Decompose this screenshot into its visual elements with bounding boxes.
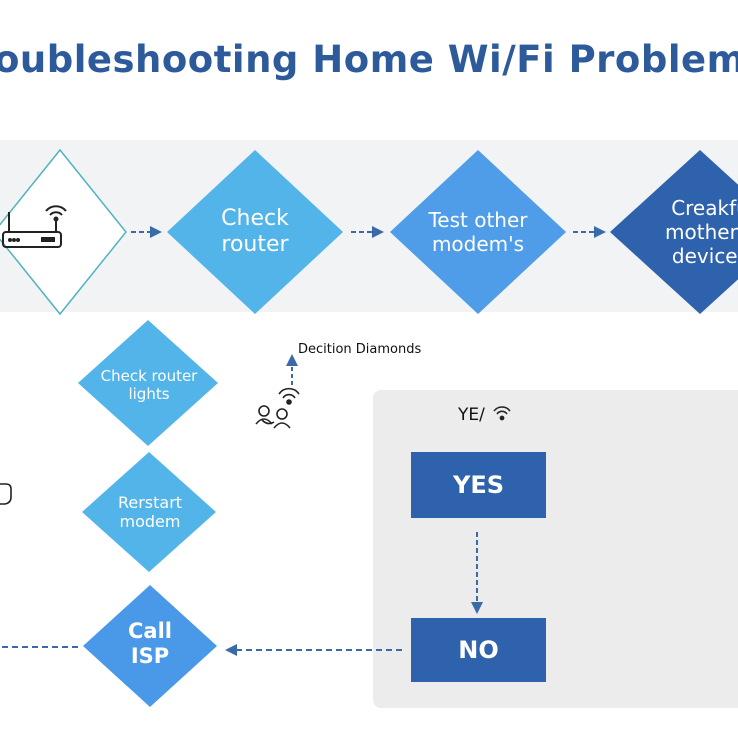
no-label: NO xyxy=(458,636,499,664)
yes-box[interactable]: YES xyxy=(411,452,546,518)
test-modems-label: Test other modem's xyxy=(428,208,528,256)
annotation-label: Decition Diamonds xyxy=(298,342,422,357)
people-wifi-icon xyxy=(255,387,300,429)
diamond-devices[interactable] xyxy=(610,150,738,314)
hand-pointer-icon xyxy=(0,483,12,505)
no-box[interactable]: NO xyxy=(411,618,546,682)
top-flow-band xyxy=(0,140,738,312)
panel-label: YE/ xyxy=(458,405,485,425)
router-wifi-icon xyxy=(2,205,67,248)
call-isp-label: Call ISP xyxy=(128,618,172,668)
restart-modem-label: Rerstart modem xyxy=(117,492,183,531)
start-diamond[interactable] xyxy=(0,148,127,316)
check-router-lights-label: Check router lights xyxy=(100,367,198,403)
page-title: oubleshooting Home Wi/Fi Problem xyxy=(0,38,738,81)
wifi-icon xyxy=(493,406,511,421)
diamond-test-modems[interactable] xyxy=(390,150,566,314)
diamond-check-router[interactable] xyxy=(167,150,343,314)
yes-label: YES xyxy=(452,471,505,499)
diamond-restart-modem[interactable] xyxy=(82,452,216,572)
check-router-label: Check router xyxy=(221,205,289,257)
diamond-check-router-lights[interactable] xyxy=(78,320,218,446)
diamond-call-isp[interactable] xyxy=(83,585,217,707)
devices-label: Creakfu motheng devices xyxy=(665,196,738,268)
